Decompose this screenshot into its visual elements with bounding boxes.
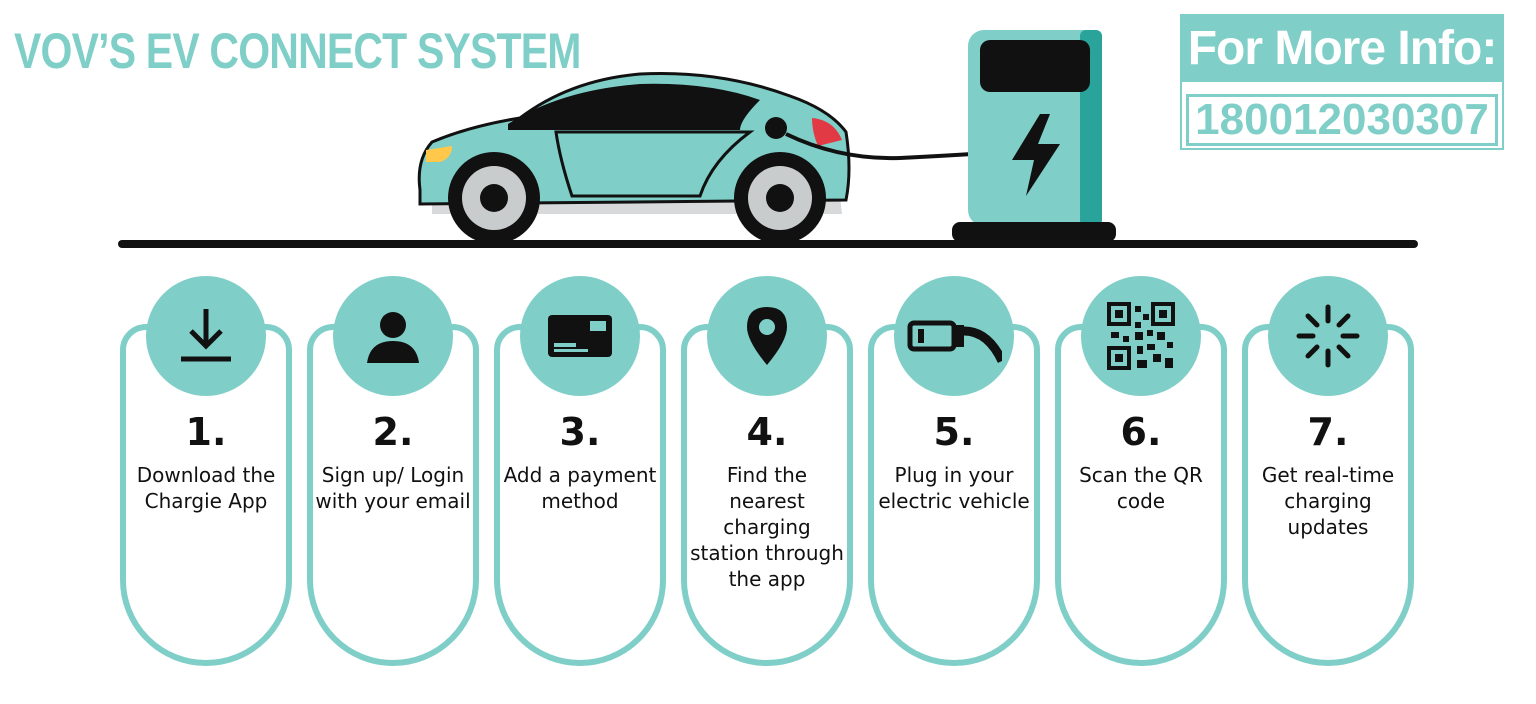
step-number: 5. bbox=[933, 410, 975, 454]
charger-screen bbox=[980, 40, 1090, 92]
car-tail-light bbox=[812, 118, 842, 146]
bolt-icon bbox=[1012, 114, 1060, 196]
step-description: Plug in your electric vehicle bbox=[878, 463, 1030, 513]
download-icon bbox=[181, 309, 231, 362]
step-description: Download the Chargie App bbox=[136, 463, 276, 513]
step-number: 2. bbox=[372, 410, 414, 454]
charging-cable bbox=[785, 132, 973, 161]
front-wheel bbox=[448, 152, 540, 244]
step-description: Find the nearest charging station throug… bbox=[690, 463, 844, 591]
step-card-7: 7. Get real-time charging updates bbox=[1242, 276, 1414, 666]
charger-base bbox=[952, 222, 1116, 242]
step-icon-circle bbox=[333, 276, 453, 396]
user-icon bbox=[367, 312, 419, 363]
step-number: 3. bbox=[559, 410, 601, 454]
page-title: VOV’S EV CONNECT SYSTEM bbox=[14, 23, 581, 79]
plug-icon bbox=[907, 320, 1002, 364]
step-icon-circle bbox=[894, 276, 1014, 396]
step-card-6: 6. Scan the QR code bbox=[1055, 276, 1227, 666]
road-line bbox=[118, 240, 1418, 248]
step-description: Sign up/ Login with your email bbox=[315, 463, 471, 513]
step-number: 6. bbox=[1120, 410, 1162, 454]
car-door-line bbox=[554, 130, 755, 198]
loading-spinner-icon bbox=[1296, 304, 1360, 368]
step-card-3: 3. Add a payment method bbox=[494, 276, 666, 666]
step-card-1: 1. Download the Chargie App bbox=[120, 276, 292, 666]
step-number: 4. bbox=[746, 410, 788, 454]
step-number: 7. bbox=[1307, 410, 1349, 454]
step-icon-circle bbox=[1081, 276, 1201, 396]
car-window bbox=[508, 83, 760, 130]
qr-code-icon bbox=[1107, 302, 1175, 370]
rear-wheel bbox=[734, 152, 826, 244]
step-card-4: 4. Find the nearest charging station thr… bbox=[681, 276, 853, 666]
step-card-2: 2. Sign up/ Login with your email bbox=[307, 276, 479, 666]
step-description: Get real-time charging updates bbox=[1261, 463, 1395, 539]
step-number: 1. bbox=[185, 410, 227, 454]
location-pin-icon bbox=[747, 307, 787, 365]
step-icon-circle bbox=[707, 276, 827, 396]
info-heading: For More Info: bbox=[1182, 16, 1502, 82]
step-icon-circle bbox=[146, 276, 266, 396]
contact-info-box: For More Info: 18001203030​7 bbox=[1180, 14, 1504, 150]
car-charging-port bbox=[765, 117, 787, 139]
step-card-5: 5. Plug in your electric vehicle bbox=[868, 276, 1040, 666]
step-icon-circle bbox=[1268, 276, 1388, 396]
step-description: Add a payment method bbox=[503, 463, 657, 513]
step-card-frame bbox=[120, 324, 292, 666]
car-headlight bbox=[426, 146, 452, 162]
step-description: Scan the QR code bbox=[1079, 463, 1203, 513]
ev-charging-illustration bbox=[417, 30, 1116, 244]
step-icon-circle bbox=[520, 276, 640, 396]
info-divider bbox=[1182, 82, 1502, 88]
payment-card-icon bbox=[548, 315, 612, 357]
info-phone-number: 18001203030​7 bbox=[1186, 94, 1498, 146]
